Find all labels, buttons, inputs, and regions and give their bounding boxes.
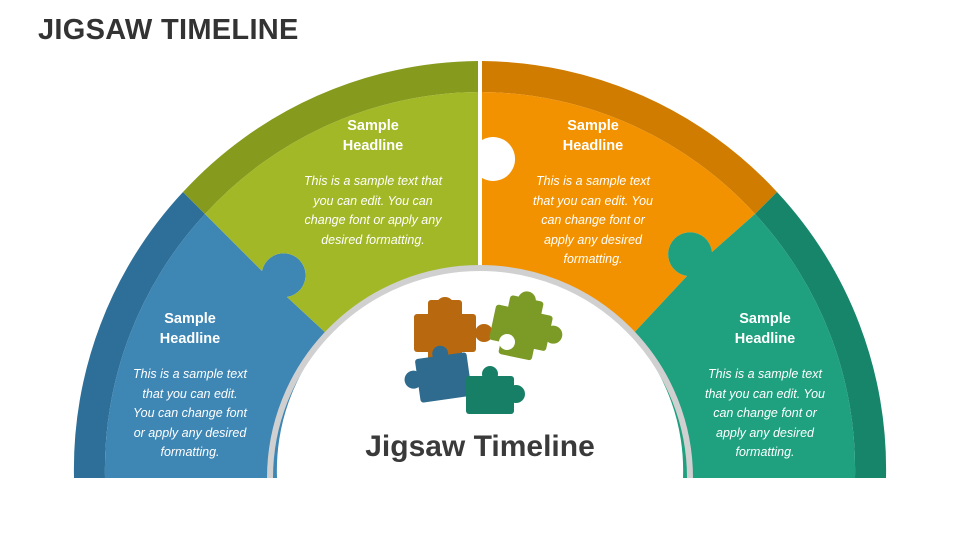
segment-3-text: Sample Headline This is a sample text th… xyxy=(503,116,683,270)
segment-2-body: This is a sample text that you can edit.… xyxy=(303,174,443,247)
segment-1-shape xyxy=(73,192,328,478)
segment-4-headline: Sample Headline xyxy=(734,311,796,347)
segment-4-text: Sample Headline This is a sample text th… xyxy=(675,309,855,463)
segment-4-rim xyxy=(755,192,887,478)
segment-3-headline: Sample Headline xyxy=(562,118,624,154)
green-piece-notch xyxy=(499,334,515,350)
segment-1-headline: Sample Headline xyxy=(159,311,221,347)
inner-ring xyxy=(267,265,693,479)
blue-puzzle-piece-icon xyxy=(404,345,472,403)
segment-2-rim xyxy=(183,61,478,214)
segment-2-text: Sample Headline This is a sample text th… xyxy=(283,116,463,250)
segment-4-shape xyxy=(632,192,887,478)
page-title: JIGSAW TIMELINE xyxy=(38,14,299,46)
puzzle-cluster-icon xyxy=(404,291,563,414)
segment-3-shape xyxy=(482,61,777,335)
segment-3-puzzle-piece xyxy=(482,92,755,335)
segment-1-puzzle-piece xyxy=(104,214,328,478)
segment-1-rim xyxy=(73,192,205,478)
segment-3-rim xyxy=(482,61,777,214)
teal-puzzle-piece-icon xyxy=(466,366,525,414)
segment-3-body: This is a sample text that you can edit.… xyxy=(532,174,653,266)
segment-1-text: Sample Headline This is a sample text th… xyxy=(100,309,280,463)
segment-2-shape xyxy=(183,61,478,335)
segment-1-body: This is a sample text that you can edit.… xyxy=(133,367,247,459)
green-puzzle-piece-icon xyxy=(489,291,563,361)
segment-4-puzzle-piece xyxy=(632,214,856,478)
center-label: Jigsaw Timeline xyxy=(365,430,595,463)
segment-4-body: This is a sample text that you can edit.… xyxy=(704,367,825,459)
segment-2-puzzle-piece xyxy=(205,92,478,335)
segment-2-headline: Sample Headline xyxy=(342,118,404,154)
orange-puzzle-piece-icon xyxy=(414,297,493,362)
